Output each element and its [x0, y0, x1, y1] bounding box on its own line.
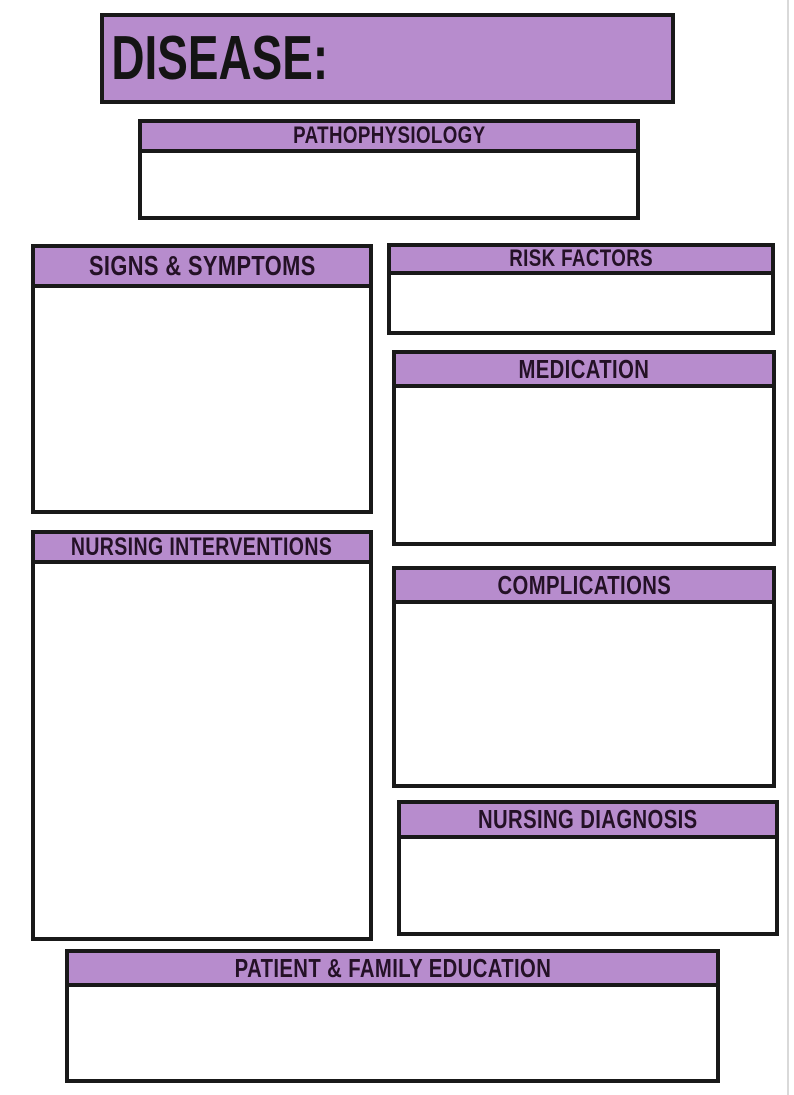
nursing-diagnosis-header: NURSING DIAGNOSIS — [401, 804, 775, 839]
page-edge-line — [787, 0, 789, 1095]
nursing-interventions-box: NURSING INTERVENTIONS — [31, 530, 373, 941]
risk-factors-header: RISK FACTORS — [391, 247, 771, 275]
nursing-diagnosis-box: NURSING DIAGNOSIS — [397, 800, 779, 936]
signs-symptoms-box: SIGNS & SYMPTOMS — [31, 244, 373, 514]
nursing-interventions-label: NURSING INTERVENTIONS — [71, 534, 333, 561]
risk-factors-label: RISK FACTORS — [509, 247, 653, 272]
complications-field[interactable] — [396, 604, 772, 784]
patient-family-education-label: PATIENT & FAMILY EDUCATION — [234, 953, 551, 983]
complications-box: COMPLICATIONS — [392, 566, 776, 788]
complications-header: COMPLICATIONS — [396, 570, 772, 604]
patient-family-education-header: PATIENT & FAMILY EDUCATION — [69, 953, 716, 987]
nursing-interventions-field[interactable] — [35, 564, 369, 937]
signs-symptoms-label: SIGNS & SYMPTOMS — [88, 250, 316, 281]
nursing-interventions-header: NURSING INTERVENTIONS — [35, 534, 369, 564]
patient-family-education-field[interactable] — [69, 987, 716, 1079]
medication-field[interactable] — [396, 388, 772, 542]
nursing-diagnosis-field[interactable] — [401, 839, 775, 932]
medication-box: MEDICATION — [392, 350, 776, 546]
patient-family-education-box: PATIENT & FAMILY EDUCATION — [65, 949, 720, 1083]
disease-label: DISEASE: — [111, 23, 329, 93]
signs-symptoms-field[interactable] — [35, 288, 369, 510]
risk-factors-box: RISK FACTORS — [387, 243, 775, 335]
medication-header: MEDICATION — [396, 354, 772, 388]
complications-label: COMPLICATIONS — [497, 570, 671, 600]
disease-title-field[interactable] — [407, 17, 671, 100]
disease-title-box: DISEASE: — [100, 13, 675, 104]
pathophysiology-field[interactable] — [142, 153, 636, 216]
signs-symptoms-header: SIGNS & SYMPTOMS — [35, 248, 369, 288]
pathophysiology-box: PATHOPHYSIOLOGY — [138, 119, 640, 220]
pathophysiology-label: PATHOPHYSIOLOGY — [292, 123, 486, 149]
medication-label: MEDICATION — [518, 354, 650, 384]
risk-factors-field[interactable] — [391, 275, 771, 331]
nursing-diagnosis-label: NURSING DIAGNOSIS — [478, 804, 698, 834]
pathophysiology-header: PATHOPHYSIOLOGY — [142, 123, 636, 153]
